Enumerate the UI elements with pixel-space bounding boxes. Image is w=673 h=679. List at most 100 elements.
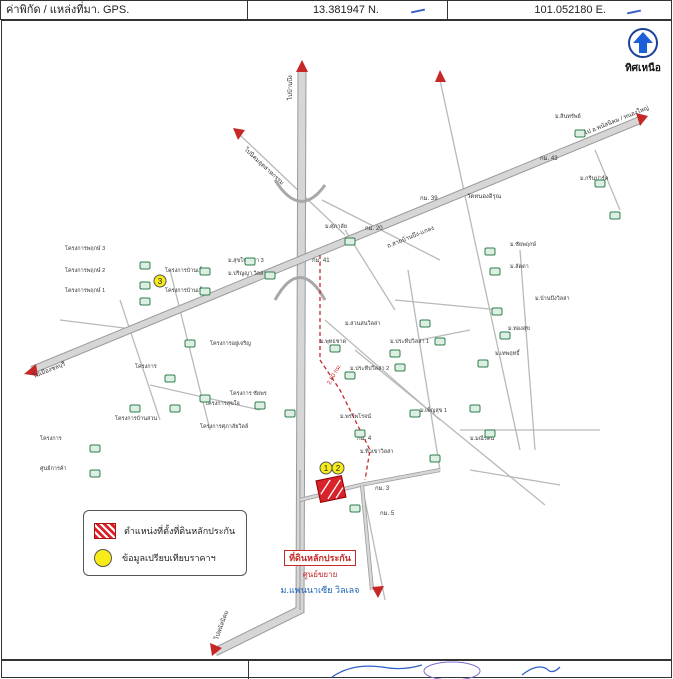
place-label: ศูนย์การค้า	[40, 465, 67, 472]
house-icon	[244, 257, 256, 266]
latitude-cell: 13.381947 N.	[248, 1, 448, 19]
house-icon	[389, 349, 401, 358]
km-label-2: กม. 20	[365, 226, 383, 232]
house-icon	[199, 287, 211, 296]
arrow-west-icon	[24, 364, 38, 376]
house-icon	[609, 211, 621, 220]
road-label-south: ไปพนัสนิคม	[212, 609, 230, 641]
house-icon	[594, 179, 606, 188]
comparable-marker-1-label: 1	[324, 464, 329, 473]
place-label: ม.บ้านบึงวิลล่า	[535, 295, 570, 302]
comparable-marker-3-label: 3	[158, 277, 163, 286]
place-label: ม.ทองสุข	[508, 325, 530, 332]
subject-hatch	[320, 479, 344, 500]
coordinate-header: ค่าพิกัด / แหล่งที่มา. GPS. 13.381947 N.…	[0, 0, 672, 20]
house-icon	[574, 129, 586, 138]
arrow-north-icon	[296, 60, 308, 72]
subject-title: ที่ดินหลักประกัน	[284, 550, 356, 566]
house-icon	[409, 409, 421, 418]
place-label: ม.ประทีปวิลล่า 2	[350, 365, 389, 372]
place-label: ม.สินทรัพย์	[555, 113, 581, 120]
house-icon	[254, 401, 266, 410]
place-label: ม.พรไพโรจน์	[340, 412, 371, 420]
house-icon	[344, 371, 356, 380]
subject-line2: ศูนย์ขยาย	[302, 570, 338, 579]
legend-comparable-label: ข้อมูลเปรียบเทียบราคาฯ	[122, 553, 216, 563]
place-label: ม.มณีรัตน์	[470, 435, 494, 442]
comparable-marker-2	[331, 461, 345, 475]
arrow-se-icon	[372, 586, 384, 598]
comparable-marker-3	[153, 274, 167, 288]
subject-line3: ม.แพนนาเซีย วิลเลจ	[280, 585, 360, 595]
map-frame	[1, 20, 672, 660]
house-icon	[499, 331, 511, 340]
km-label-6: กม. 4	[357, 436, 372, 442]
north-label: ทิศเหนือ	[625, 63, 661, 74]
place-label: โครงการบ้านเอื้อ 2	[165, 286, 210, 294]
arrow-east-icon	[636, 113, 648, 126]
place-label: ม.ประทีปวิลล่า 1	[390, 338, 429, 345]
place-label: โครงการ	[135, 362, 157, 370]
house-icon	[139, 297, 151, 306]
arrow-south-icon	[210, 643, 222, 656]
house-icon	[199, 267, 211, 276]
house-icon	[491, 307, 503, 316]
km-label-1: กม. 41	[312, 258, 330, 264]
subject-swatch	[94, 523, 116, 539]
house-icon	[354, 429, 366, 438]
place-label: ม.ลัดดา	[510, 263, 529, 270]
temple-label: วัดหนองอิรุณ	[467, 193, 502, 200]
house-icon	[89, 469, 101, 478]
subject-caption: ที่ดินหลักประกัน ศูนย์ขยาย ม.แพนนาเซีย ว…	[260, 548, 380, 597]
comparable-markers: 1 2 3	[153, 274, 345, 475]
place-label: โครงการ	[40, 434, 62, 442]
house-icon	[484, 429, 496, 438]
coordinate-label: ค่าพิกัด / แหล่งที่มา. GPS.	[1, 1, 248, 19]
house-icon	[419, 319, 431, 328]
house-icon	[477, 359, 489, 368]
place-label: ม.พุทธชาด	[320, 338, 347, 345]
house-icon	[139, 261, 151, 270]
place-label: โครงการศุภาลัยวิลล์	[200, 422, 248, 430]
km-label-5: กม. 3	[375, 486, 390, 492]
place-label: ม.กรีนปาร์ค	[580, 175, 609, 182]
house-icon	[264, 271, 276, 280]
comparable-marker-2-label: 2	[336, 464, 341, 473]
house-icon	[344, 237, 356, 246]
house-icon	[89, 444, 101, 453]
north-indicator: ทิศเหนือ	[617, 28, 669, 76]
comparable-swatch	[94, 549, 112, 567]
house-icon	[434, 337, 446, 346]
place-label: โครงการบ้านเอื้อ 1	[165, 266, 210, 274]
house-icon	[199, 394, 211, 403]
house-icon	[349, 504, 361, 513]
road-label-north: ไปบ้านบึง	[286, 75, 294, 101]
place-label: โครงการพฤกษ์ 1	[65, 286, 105, 294]
footer-divider	[248, 661, 249, 679]
place-label: โครงการพฤกษ์ 3	[65, 244, 105, 252]
place-label: ม.ปริญญา วิลล่า	[228, 270, 267, 277]
house-icon	[139, 281, 151, 290]
arrow-nw-icon	[233, 128, 245, 140]
house-icon	[169, 404, 181, 413]
place-label: ม.เทพฤทธิ์	[495, 349, 521, 357]
highway-label: ถ.สายบ้านบึง-แกลง	[386, 225, 435, 250]
latitude-value: 13.381947 N.	[312, 4, 379, 16]
route-line	[319, 255, 371, 481]
place-label: โครงการบ้านสวน	[115, 414, 157, 422]
house-icon	[284, 409, 296, 418]
house-icon	[184, 339, 196, 348]
place-label: ม.ศุภาลัย	[325, 223, 347, 230]
longitude-cell: 101.052180 E.	[448, 1, 671, 19]
place-labels: ม.ศุภาลัย ม.สุขใจวิลล่า 3 ม.ปริญญา วิลล่…	[40, 113, 609, 472]
km-label-3: กม. 39	[420, 196, 438, 202]
house-icon	[164, 374, 176, 383]
place-label: ม.เพ็ญสุข 1	[420, 406, 447, 414]
north-arrow-icon	[628, 28, 658, 58]
km-label-7: กม. 5	[380, 511, 395, 517]
road-label-nw: ไปนิคมอุตสาหกรรม	[242, 145, 286, 187]
arrow-ne-icon	[435, 70, 446, 82]
place-label: ม.ทิวเขาวิลล่า	[360, 448, 394, 455]
house-icons	[89, 129, 621, 513]
